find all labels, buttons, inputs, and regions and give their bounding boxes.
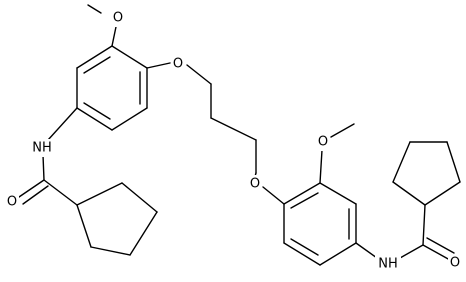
atom-label-o-carbonyl-left: O [7, 195, 17, 210]
atom-label-nh-right: NH [378, 257, 398, 272]
left-amide-group [18, 107, 78, 206]
atom-nitrogen-amide-right: NH [375, 255, 401, 273]
right-amide-group [355, 204, 455, 261]
atom-label-o-carbonyl-right: O [450, 256, 460, 271]
right-methoxy-group [319, 123, 355, 184]
atom-label-nh-left: NH [32, 141, 52, 156]
atom-oxygen-carbonyl-left: O [5, 193, 19, 211]
atom-oxygen-ether-right: O [248, 175, 262, 193]
left-ether-linker [146, 62, 212, 85]
atom-nitrogen-amide-left: NH [29, 139, 55, 157]
right-benzene-ring [283, 182, 357, 266]
right-cyclopentane-ring [392, 141, 461, 206]
atom-oxygen-methoxy-left: O [111, 9, 125, 27]
atom-label-o-methoxy-right: O [318, 135, 328, 150]
left-benzene-ring [76, 45, 148, 131]
atom-label-o-ether-left: O [173, 57, 183, 72]
atom-label-o-methoxy-left: O [113, 11, 123, 26]
atom-label-o-ether-right: O [250, 177, 260, 192]
atom-oxygen-methoxy-right: O [316, 133, 330, 151]
left-cyclopentane-ring [76, 182, 158, 256]
atom-oxygen-ether-left: O [171, 55, 185, 73]
atom-oxygen-carbonyl-right: O [448, 254, 462, 272]
propane-linker [210, 83, 257, 174]
